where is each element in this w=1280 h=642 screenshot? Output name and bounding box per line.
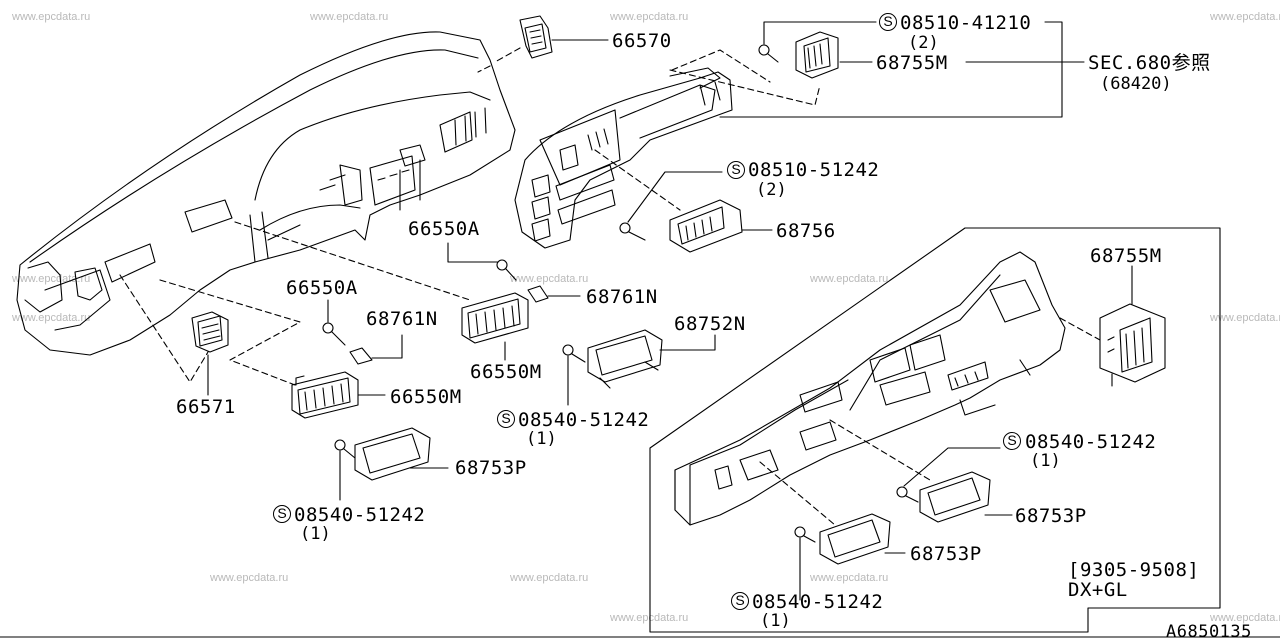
screw-symbol-right-upper: S (1003, 432, 1021, 450)
watermark: www.epcdata.ru (12, 273, 91, 285)
watermark: www.epcdata.ru (12, 11, 91, 23)
screw-symbol-center: S (497, 410, 515, 428)
screw-symbol-top: S (879, 13, 897, 31)
bezel-68753P-right-upper (919, 471, 991, 523)
qty-screw-right-lower: (1) (760, 611, 791, 631)
vent-66550M-left (291, 371, 359, 419)
qty-screw-center: (1) (526, 429, 557, 449)
instrument-panel-left (16, 31, 516, 356)
screw-right-upper (896, 486, 919, 503)
screw-top (758, 44, 779, 63)
label-68753P-right-lower: 68753P (910, 543, 982, 565)
cluster-lid (514, 67, 733, 249)
screw-symbol-left: S (273, 505, 291, 523)
watermark: www.epcdata.ru (510, 273, 589, 285)
bezel-68753P-left (354, 427, 431, 481)
watermark: www.epcdata.ru (810, 273, 889, 285)
screw-left (334, 439, 356, 459)
qty-screw-right-upper: (1) (1030, 451, 1061, 471)
label-sec-ref: SEC.680参照 (1088, 52, 1211, 74)
watermark: www.epcdata.ru (210, 572, 289, 584)
instrument-panel-right (674, 251, 1066, 526)
vent-66570 (519, 15, 553, 59)
qty-screw-mid: (2) (756, 180, 787, 200)
variant-frame (649, 227, 1221, 633)
watermark: www.epcdata.ru (12, 312, 91, 324)
screw-66550A-left (322, 322, 346, 346)
qty-screw-top: (2) (908, 33, 939, 53)
screw-symbol-mid: S (727, 161, 745, 179)
label-screw-right-lower: 08540-51242 (752, 591, 884, 613)
screw-center (562, 344, 586, 363)
screw-66550A-center (496, 259, 517, 281)
bezel-68752N (587, 329, 663, 389)
label-variant-dates: [9305-9508] (1068, 559, 1200, 581)
clip-68761N-center (527, 285, 549, 303)
qty-screw-left: (1) (300, 524, 331, 544)
label-68752N: 68752N (674, 313, 746, 335)
label-68755M-top: 68755M (876, 52, 948, 74)
screw-mid (619, 222, 646, 241)
watermark: www.epcdata.ru (610, 612, 689, 624)
watermark: www.epcdata.ru (1210, 612, 1280, 624)
label-68761N-left: 68761N (366, 308, 438, 330)
watermark: www.epcdata.ru (1210, 312, 1280, 324)
label-screw-top: 08510-41210 (900, 12, 1032, 34)
label-66550A-upper: 66550A (408, 218, 480, 240)
label-68755M-right: 68755M (1090, 245, 1162, 267)
label-66571: 66571 (176, 396, 236, 418)
vent-68755M-right (1099, 303, 1166, 387)
watermark: www.epcdata.ru (1210, 11, 1280, 23)
label-screw-mid: 08510-51242 (748, 159, 880, 181)
label-68753P-left: 68753P (455, 457, 527, 479)
diagram-code: A6850135 (1166, 622, 1252, 642)
label-68753P-right-upper: 68753P (1015, 505, 1087, 527)
vent-66550M-center (461, 292, 529, 344)
clip-68761N-left (349, 347, 373, 365)
watermark: www.epcdata.ru (610, 11, 689, 23)
label-68756: 68756 (776, 220, 836, 242)
label-ref-part: (68420) (1100, 74, 1172, 94)
bezel-68753P-right-lower (819, 513, 891, 565)
vent-68756 (669, 199, 743, 253)
label-66570: 66570 (612, 30, 672, 52)
label-66550A-left: 66550A (286, 277, 358, 299)
screw-right-lower (794, 526, 816, 543)
label-66550M-center: 66550M (470, 361, 542, 383)
label-68761N-upper: 68761N (586, 286, 658, 308)
label-66550M-left: 66550M (390, 386, 462, 408)
screw-symbol-right-lower: S (731, 592, 749, 610)
label-screw-right-upper: 08540-51242 (1025, 431, 1157, 453)
vent-66571 (191, 311, 229, 353)
vent-68755M-top (795, 31, 839, 79)
label-variant-trim: DX+GL (1068, 579, 1128, 601)
watermark: www.epcdata.ru (510, 572, 589, 584)
label-screw-center: 08540-51242 (518, 409, 650, 431)
watermark: www.epcdata.ru (310, 11, 389, 23)
watermark: www.epcdata.ru (810, 572, 889, 584)
label-screw-left: 08540-51242 (294, 504, 426, 526)
